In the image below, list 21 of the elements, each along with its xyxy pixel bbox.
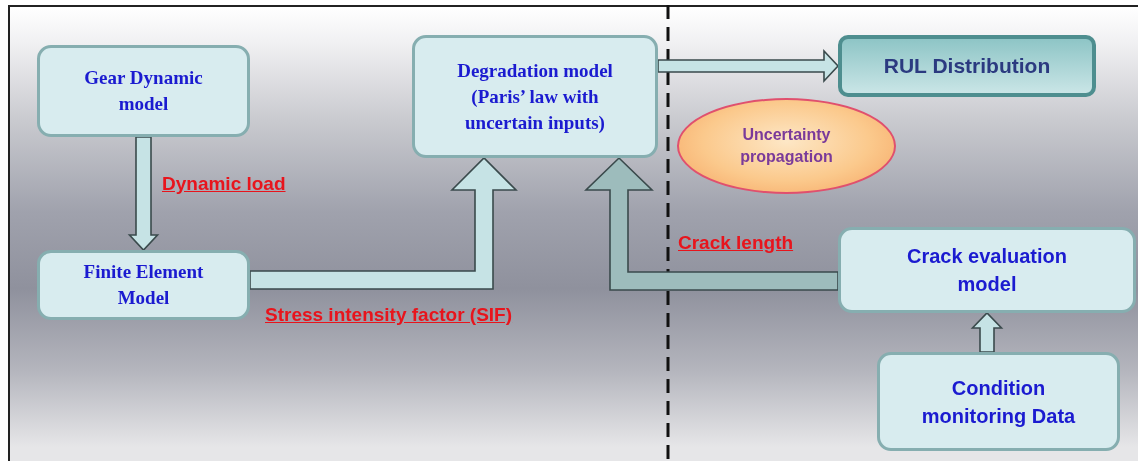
edge-label: Crack length	[678, 232, 794, 254]
node-text: Finite Element Model	[82, 260, 205, 310]
edge-label: Dynamic load	[162, 173, 286, 195]
node-text: Degradation model (Paris’ law with uncertain inputs)	[456, 58, 614, 135]
edge-label: Stress intensity factor (SIF)	[265, 304, 513, 326]
block-arrow	[249, 156, 518, 290]
block-arrow	[584, 156, 839, 291]
process-box	[412, 35, 658, 158]
node-text: Condition monitoring Data	[920, 375, 1077, 429]
process-box	[37, 250, 250, 320]
block-arrow	[127, 136, 160, 252]
block-arrow	[657, 48, 840, 84]
result-box	[838, 35, 1096, 97]
block-arrow	[970, 311, 1004, 353]
process-box	[37, 45, 250, 137]
process-box	[838, 227, 1136, 313]
process-box	[877, 352, 1120, 451]
node-text: Uncertainty propagation	[739, 125, 834, 167]
node-text: Crack evaluation model	[905, 244, 1069, 297]
node-text: Gear Dynamic model	[83, 66, 204, 116]
node-text: RUL Distribution	[883, 53, 1051, 79]
